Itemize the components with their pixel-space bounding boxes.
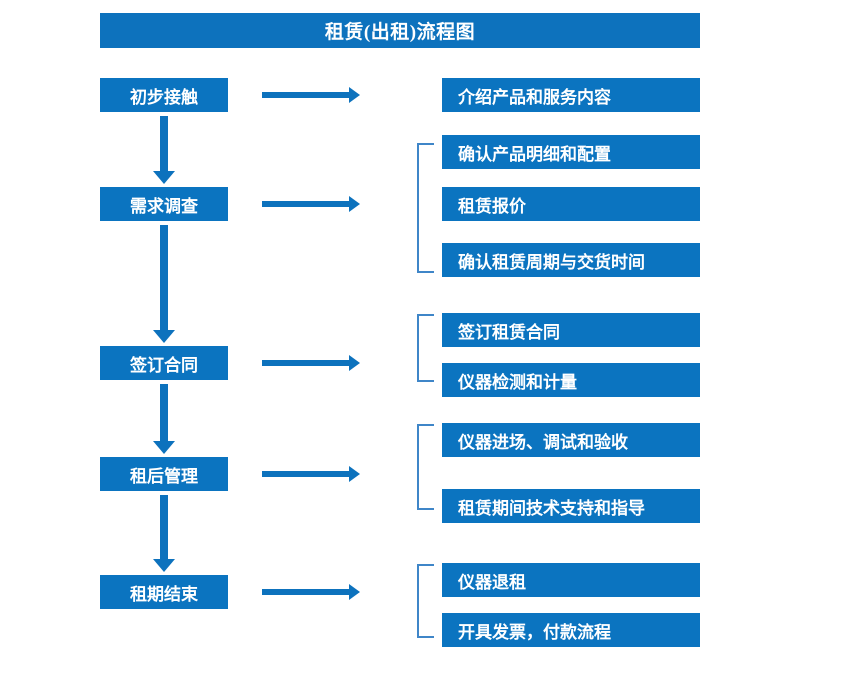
stage-box-sign-contract[interactable]: 签订合同 [100, 346, 228, 380]
horizontal-arrow-3 [262, 355, 360, 371]
group-bracket-rental-end [417, 564, 434, 638]
stage-box-demand-survey[interactable]: 需求调查 [100, 187, 228, 221]
detail-box-instrument-inspection[interactable]: 仪器检测和计量 [442, 363, 700, 397]
group-bracket-post-rental [417, 424, 434, 510]
vertical-arrow-4 [153, 495, 175, 572]
detail-box-invoice-payment[interactable]: 开具发票，付款流程 [442, 613, 700, 647]
detail-box-introduce-products[interactable]: 介绍产品和服务内容 [442, 78, 700, 112]
detail-box-technical-support[interactable]: 租赁期间技术支持和指导 [442, 489, 700, 523]
detail-box-rental-quote[interactable]: 租赁报价 [442, 187, 700, 221]
stage-box-initial-contact[interactable]: 初步接触 [100, 78, 228, 112]
detail-box-confirm-product-spec[interactable]: 确认产品明细和配置 [442, 135, 700, 169]
stage-box-post-rental-management[interactable]: 租后管理 [100, 457, 228, 491]
horizontal-arrow-2 [262, 196, 360, 212]
flowchart-title: 租赁(出租)流程图 [100, 13, 700, 48]
detail-box-instrument-onsite-commissioning[interactable]: 仪器进场、调试和验收 [442, 423, 700, 457]
detail-box-sign-rental-contract[interactable]: 签订租赁合同 [442, 313, 700, 347]
vertical-arrow-1 [153, 116, 175, 184]
detail-box-confirm-period-delivery[interactable]: 确认租赁周期与交货时间 [442, 243, 700, 277]
horizontal-arrow-1 [262, 87, 360, 103]
horizontal-arrow-5 [262, 584, 360, 600]
vertical-arrow-2 [153, 225, 175, 343]
stage-box-rental-end[interactable]: 租期结束 [100, 575, 228, 609]
group-bracket-sign-contract [417, 314, 434, 382]
detail-box-instrument-return[interactable]: 仪器退租 [442, 563, 700, 597]
vertical-arrow-3 [153, 384, 175, 454]
horizontal-arrow-4 [262, 466, 360, 482]
group-bracket-demand-survey [417, 143, 434, 273]
